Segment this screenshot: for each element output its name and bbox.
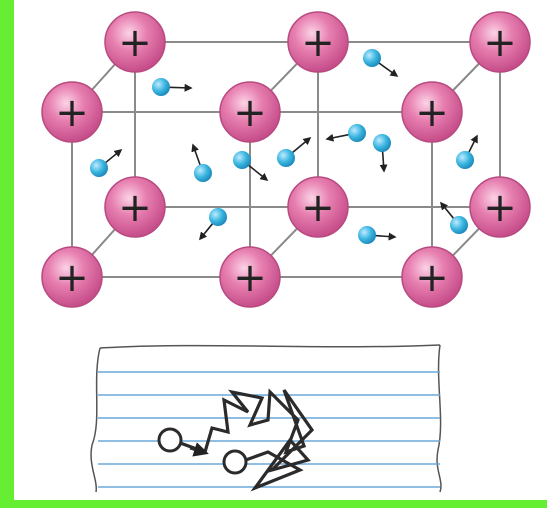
ion-plus-sign: + (233, 255, 267, 301)
electron-icon (373, 134, 391, 173)
positive-ion-icon: + (401, 81, 463, 143)
ion-plus-sign: + (55, 255, 89, 301)
wire-top-edge (99, 344, 441, 349)
electron-velocity-arrow (374, 232, 397, 241)
positive-ion-icon: + (469, 176, 531, 238)
electron-velocity-arrow (198, 222, 214, 241)
ion-plus-sign: + (415, 90, 449, 136)
electron-icon (363, 49, 399, 77)
electron-velocity-arrow (247, 164, 269, 181)
electron-velocity-arrow (104, 148, 123, 164)
positive-ion-icon: + (104, 176, 166, 238)
electron-icon (191, 143, 212, 182)
random-walk-arrow-1 (189, 442, 209, 457)
electron-velocity-arrow (467, 134, 478, 154)
bottom-accent-line (14, 500, 547, 508)
positive-ion-icon: + (287, 11, 349, 73)
electron-velocity-arrow (168, 83, 193, 92)
electron-icon (152, 78, 193, 96)
ion-plus-sign: + (301, 20, 335, 66)
positive-ion-icon: + (287, 176, 349, 238)
electron-velocity-arrow (378, 62, 399, 77)
ion-plus-sign: + (301, 185, 335, 231)
accent-bar (0, 0, 14, 508)
electron-icon (325, 124, 366, 142)
ion-plus-sign: + (483, 185, 517, 231)
electron-icon (198, 208, 227, 241)
wire-left-edge (90, 347, 101, 493)
ion-plus-sign: + (415, 255, 449, 301)
electron-icon (277, 136, 312, 167)
positive-ion-icon: + (219, 81, 281, 143)
ion-plus-sign: + (483, 20, 517, 66)
wire-cross-section (90, 344, 442, 493)
ion-plus-sign: + (118, 185, 152, 231)
positive-ion-icon: + (469, 11, 531, 73)
positive-ion-icon: + (219, 246, 281, 308)
ion-plus-sign: + (118, 20, 152, 66)
positive-ion-icon: + (41, 81, 103, 143)
positive-ion-icon: + (401, 246, 463, 308)
positive-ion-icon: + (104, 11, 166, 73)
electron-end-marker (222, 449, 248, 475)
electron-icon (439, 201, 468, 234)
electron-velocity-arrow (325, 133, 350, 142)
electron-velocity-arrow (379, 150, 388, 173)
electron-icon (233, 151, 269, 181)
electron-icon (90, 148, 123, 177)
electron-velocity-arrow (291, 136, 312, 154)
ion-plus-sign: + (233, 90, 267, 136)
electron-start-marker (157, 427, 183, 453)
electron-random-walk-icon (171, 388, 315, 492)
ion-plus-sign: + (55, 90, 89, 136)
electron-icon (358, 226, 397, 244)
positive-ion-icon: + (41, 246, 103, 308)
electron-velocity-arrow (191, 143, 202, 166)
electron-velocity-arrow (439, 201, 455, 220)
electron-icon (456, 134, 478, 169)
